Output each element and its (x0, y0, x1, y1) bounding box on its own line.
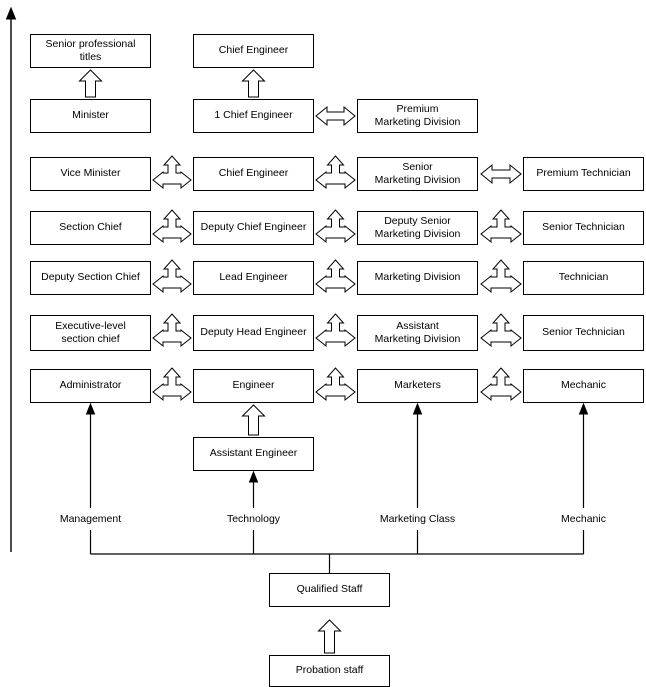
block-up-arrow-first-chief-to-chief-engineer (241, 69, 266, 98)
tri-arrow-marketing-division-to-technician (480, 259, 522, 294)
node-marketing-division[interactable]: Marketing Division (357, 261, 478, 295)
label-axis-management: Management (59, 513, 122, 525)
tri-arrow-deputy-senior-to-senior-technician (480, 209, 522, 244)
label-axis-marketing-class: Marketing Class (379, 513, 456, 525)
node-senior-technician-r3[interactable]: Senior Technician (523, 211, 644, 245)
node-mechanic[interactable]: Mechanic (523, 369, 644, 403)
tri-arrow-section-chief-to-deputy-chief-engineer (152, 209, 192, 244)
tri-arrow-executive-section-chief-to-deputy-head (152, 313, 192, 348)
tri-arrow-marketers-to-mechanic (480, 367, 522, 402)
thin-arrow-head-mechanic-entry-arrow (578, 402, 589, 415)
thin-arrow-head-technology-entry-arrow (248, 470, 259, 483)
node-section-chief[interactable]: Section Chief (30, 211, 151, 245)
node-senior-technician-r5[interactable]: Senior Technician (523, 315, 644, 351)
tri-arrow-administrator-to-engineer (152, 367, 192, 402)
node-qualified-staff[interactable]: Qualified Staff (269, 573, 390, 607)
thin-arrow-head-management-entry-arrow (85, 402, 96, 415)
node-technician[interactable]: Technician (523, 261, 644, 295)
node-chief-engineer-top[interactable]: Chief Engineer (193, 34, 314, 68)
label-axis-mechanic: Mechanic (561, 513, 606, 525)
tri-arrow-vice-minister-to-chief-engineer (152, 155, 192, 190)
tri-arrow-deputy-section-chief-to-lead-engineer (152, 259, 192, 294)
double-arrow-first-chief-engineer-to-premium-marketing (315, 105, 356, 127)
tri-arrow-chief-engineer-to-senior-marketing (315, 155, 356, 190)
axis-arrowhead-progression-axis (5, 6, 17, 20)
tri-arrow-deputy-head-to-assistant-marketing (315, 313, 356, 348)
tri-arrow-deputy-chief-engineer-to-deputy-senior (315, 209, 356, 244)
node-administrator[interactable]: Administrator (30, 369, 151, 403)
node-vice-minister[interactable]: Vice Minister (30, 157, 151, 191)
node-marketers[interactable]: Marketers (357, 369, 478, 403)
node-deputy-chief-engineer[interactable]: Deputy Chief Engineer (193, 211, 314, 245)
node-premium-technician[interactable]: Premium Technician (523, 157, 644, 191)
block-up-arrow-probation-to-qualified-staff (317, 619, 342, 654)
block-up-arrow-minister-to-senior-professional-titles (78, 69, 103, 98)
node-engineer[interactable]: Engineer (193, 369, 314, 403)
node-first-chief-engineer[interactable]: 1 Chief Engineer (193, 99, 314, 133)
node-assistant-engineer[interactable]: Assistant Engineer (193, 437, 314, 471)
node-probation-staff[interactable]: Probation staff (269, 655, 390, 687)
double-arrow-senior-marketing-to-premium-technician (480, 163, 522, 185)
node-deputy-section-chief[interactable]: Deputy Section Chief (30, 261, 151, 295)
block-up-arrow-assistant-engineer-to-engineer (241, 404, 266, 436)
tri-arrow-assistant-marketing-to-senior-technician (480, 313, 522, 348)
tri-arrow-lead-engineer-to-marketing-division (315, 259, 356, 294)
thin-arrow-head-marketing-entry-arrow (412, 402, 423, 415)
node-deputy-head-engineer[interactable]: Deputy Head Engineer (193, 315, 314, 351)
node-chief-engineer[interactable]: Chief Engineer (193, 157, 314, 191)
label-axis-technology: Technology (226, 513, 281, 525)
tri-arrow-engineer-to-marketers (315, 367, 356, 402)
node-lead-engineer[interactable]: Lead Engineer (193, 261, 314, 295)
node-minister[interactable]: Minister (30, 99, 151, 133)
node-senior-professional-titles[interactable]: Senior professional titles (30, 34, 151, 68)
